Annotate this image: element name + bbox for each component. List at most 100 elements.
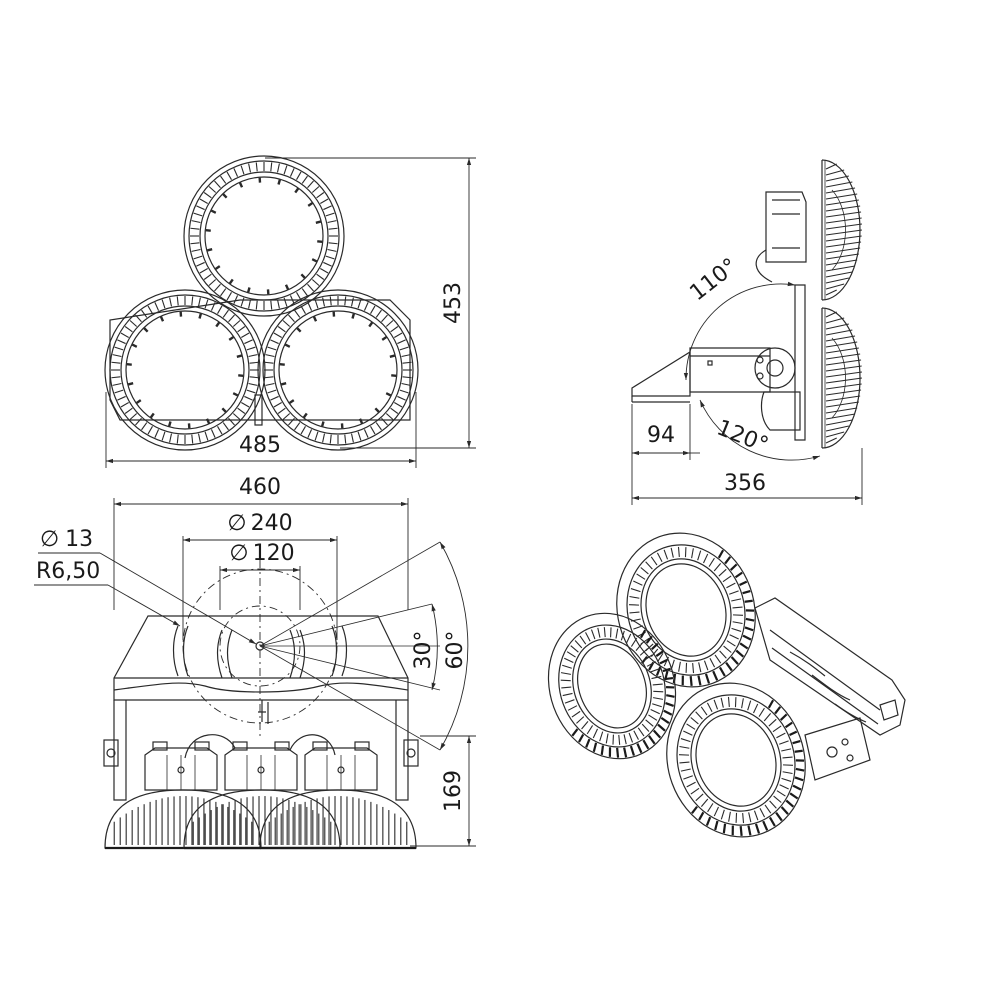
lamp-right-fin — [300, 426, 306, 435]
iso-lamp-left-fin — [561, 686, 572, 689]
side-sink-top-fin — [825, 187, 856, 194]
iso-lamp-right-fin — [728, 811, 731, 822]
lamp-right-fin — [385, 413, 394, 420]
lamp-right-fin — [273, 332, 282, 338]
lamp-top-screw — [266, 289, 270, 295]
lamp-right-fin — [267, 346, 277, 351]
angle-60-label: 60° — [443, 631, 468, 670]
lamp-right-fin — [375, 422, 382, 431]
side-view: 110° 120° 94 356 — [631, 159, 863, 505]
lamp-left-fin — [246, 346, 256, 351]
driver-left-box — [144, 747, 218, 791]
lamp-right-fin — [314, 299, 319, 309]
lamp-right-fin — [399, 389, 409, 394]
iso-lamp-right-fin — [720, 809, 725, 820]
iso-lamp-left-fin — [630, 637, 638, 647]
lamp-left-screw — [215, 321, 221, 328]
side-sink-top-fin — [825, 205, 861, 212]
lamp-top-fin — [220, 288, 227, 297]
iso-lamp-top-fin — [657, 653, 664, 663]
lamp-right-screw — [358, 418, 364, 424]
lamp-left-screw — [228, 336, 235, 341]
iso-lamp-right-back-fin — [779, 713, 788, 721]
lamp-left-screw — [238, 374, 244, 378]
side-sink-bottom-fin — [825, 323, 849, 330]
lamp-top-fin — [323, 261, 332, 267]
iso-lamp-left-fin — [567, 705, 578, 711]
iso-lamp-left-fin — [581, 720, 589, 730]
iso-lamp-left-fin — [585, 632, 591, 642]
lamp-top-fin — [328, 242, 338, 245]
side-pivot-hole — [756, 356, 764, 364]
top-view: 485 453 — [104, 155, 476, 468]
iso-lamp-top-back-fin — [724, 556, 732, 565]
iso-lamp-top-fin — [633, 580, 643, 586]
side-sink-bottom-fin — [825, 401, 859, 408]
lamp-left-screw — [135, 399, 142, 404]
dim-240-label: ∅240 — [227, 511, 292, 536]
angle-110-arc — [683, 281, 796, 381]
lamp-top-fin — [190, 242, 200, 245]
side-bracket-plate — [631, 350, 691, 397]
lamp-left-fin — [124, 326, 133, 333]
iso-lamp-left-fin — [599, 731, 604, 742]
lamp-top-fin — [199, 198, 208, 204]
iso-lamp-top-back-fin — [739, 642, 749, 650]
iso-lamp-right-fin — [776, 790, 786, 797]
front-bolt-left-head — [106, 748, 116, 758]
lamp-left-fin — [249, 376, 259, 379]
side-sink-bottom-fin — [825, 413, 856, 420]
iso-lamp-top-back-fin — [742, 634, 752, 641]
iso-lamp-left-fin — [562, 692, 573, 697]
side-pivot-outer — [754, 347, 796, 389]
lamp-top-screw — [214, 265, 221, 270]
iso-lamp-right-back-fin — [754, 823, 761, 834]
iso-lamp-left-fin — [590, 629, 596, 640]
side-arm — [689, 347, 771, 393]
iso-lamp-right-fin — [782, 756, 793, 759]
front-bracket-curve — [113, 682, 409, 693]
lamp-right-screw — [320, 421, 325, 427]
lamp-top-fin — [276, 299, 280, 309]
lamp-right-fin — [322, 433, 326, 443]
driver-left-screw — [177, 766, 185, 774]
lamp-right-fin — [381, 314, 388, 323]
iso-lamp-left-back-fin — [616, 747, 620, 758]
front-slot-inner-right — [289, 629, 306, 679]
lamp-right-fin — [329, 434, 332, 444]
iso-lamp-right-fin — [683, 775, 693, 780]
lamp-left-fin — [147, 305, 153, 314]
lamp-left-fin — [154, 302, 160, 311]
iso-bolt-3 — [846, 754, 854, 762]
iso-lamp-right-back-fin — [792, 784, 802, 791]
iso-lamp-top-fin — [718, 568, 727, 577]
lamp-left-fin — [176, 296, 179, 306]
lamp-top-screw — [294, 187, 300, 194]
lamp-left-fin — [135, 417, 142, 426]
lamp-left-fin — [191, 434, 194, 444]
iso-lamp-right-fin — [680, 738, 691, 743]
side-sink-bottom-fin — [825, 353, 861, 360]
lamp-right-fin — [402, 376, 412, 379]
iso-lamp-left-back-fin — [636, 743, 643, 754]
iso-lamp-right-fin — [707, 803, 714, 813]
iso-lamp-right-fin — [759, 808, 766, 818]
iso-lamp-right-fin — [679, 745, 690, 749]
lamp-top-fin — [248, 163, 252, 173]
iso-lamp-right-back-fin — [794, 776, 804, 782]
isometric-view — [547, 532, 906, 838]
iso-lamp-right-fin — [773, 795, 782, 803]
iso-lamp-top-fin — [678, 661, 681, 672]
iso-lamp-right-fin — [686, 781, 696, 788]
iso-lamp-top-fin — [629, 611, 640, 614]
lamp-right — [257, 289, 419, 451]
lamp-left-fin — [232, 320, 241, 327]
iso-lamp-left-back-fin — [585, 738, 591, 748]
iso-lamp-left-fin — [650, 709, 660, 715]
iso-lamp-left-fin — [560, 672, 571, 675]
iso-lamp-left-fin — [652, 683, 663, 686]
lamp-right-screw — [340, 423, 344, 429]
iso-lamp-left-fin — [628, 732, 634, 743]
lamp-left-fin — [241, 332, 250, 338]
lamp-left-screw — [159, 316, 165, 322]
